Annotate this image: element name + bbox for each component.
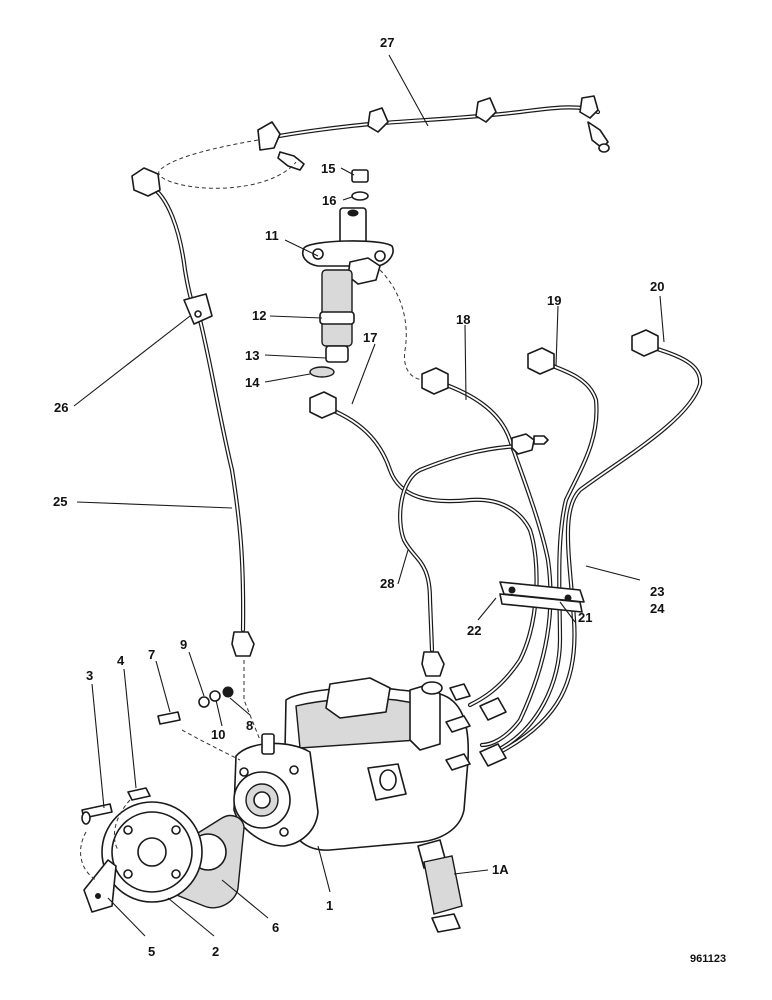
fuel-injector [302, 169, 426, 381]
callout-15: 15 [321, 161, 335, 176]
callout-1: 1 [326, 898, 333, 913]
callout-23: 23 [650, 584, 664, 599]
callout-12: 12 [252, 308, 266, 323]
callout-10: 10 [211, 727, 225, 742]
callout-1a: 1A [492, 862, 509, 877]
callout-3: 3 [86, 668, 93, 683]
callout-13: 13 [245, 348, 259, 363]
callout-5: 5 [148, 944, 155, 959]
callout-19: 19 [547, 293, 561, 308]
callout-6: 6 [272, 920, 279, 935]
callout-2: 2 [212, 944, 219, 959]
injector-pipe-left [131, 167, 261, 741]
callout-4: 4 [117, 653, 125, 668]
pipe-clamp [499, 581, 585, 613]
callout-21: 21 [578, 610, 592, 625]
callout-27: 27 [380, 35, 394, 50]
leak-off-pipe [158, 95, 610, 189]
callout-18: 18 [456, 312, 470, 327]
leader-lines [73, 54, 665, 937]
callout-26: 26 [54, 400, 68, 415]
callout-8: 8 [246, 718, 253, 733]
stop-solenoid [417, 839, 463, 933]
callout-14: 14 [245, 375, 260, 390]
callout-16: 16 [322, 193, 336, 208]
callout-labels: 1 1A 2 3 4 5 6 7 8 9 10 11 12 13 14 15 1… [53, 35, 726, 965]
callout-20: 20 [650, 279, 664, 294]
injector-pipes-right [309, 329, 703, 755]
callout-28: 28 [380, 576, 394, 591]
callout-11: 11 [265, 228, 279, 243]
callout-22: 22 [467, 623, 481, 638]
callout-9: 9 [180, 637, 187, 652]
callout-17: 17 [363, 330, 377, 345]
callout-7: 7 [148, 647, 155, 662]
drive-gear [83, 801, 245, 913]
reference-number: 961123 [690, 953, 726, 965]
injection-pump [233, 677, 507, 851]
callout-24: 24 [650, 601, 665, 616]
callout-25: 25 [53, 494, 67, 509]
